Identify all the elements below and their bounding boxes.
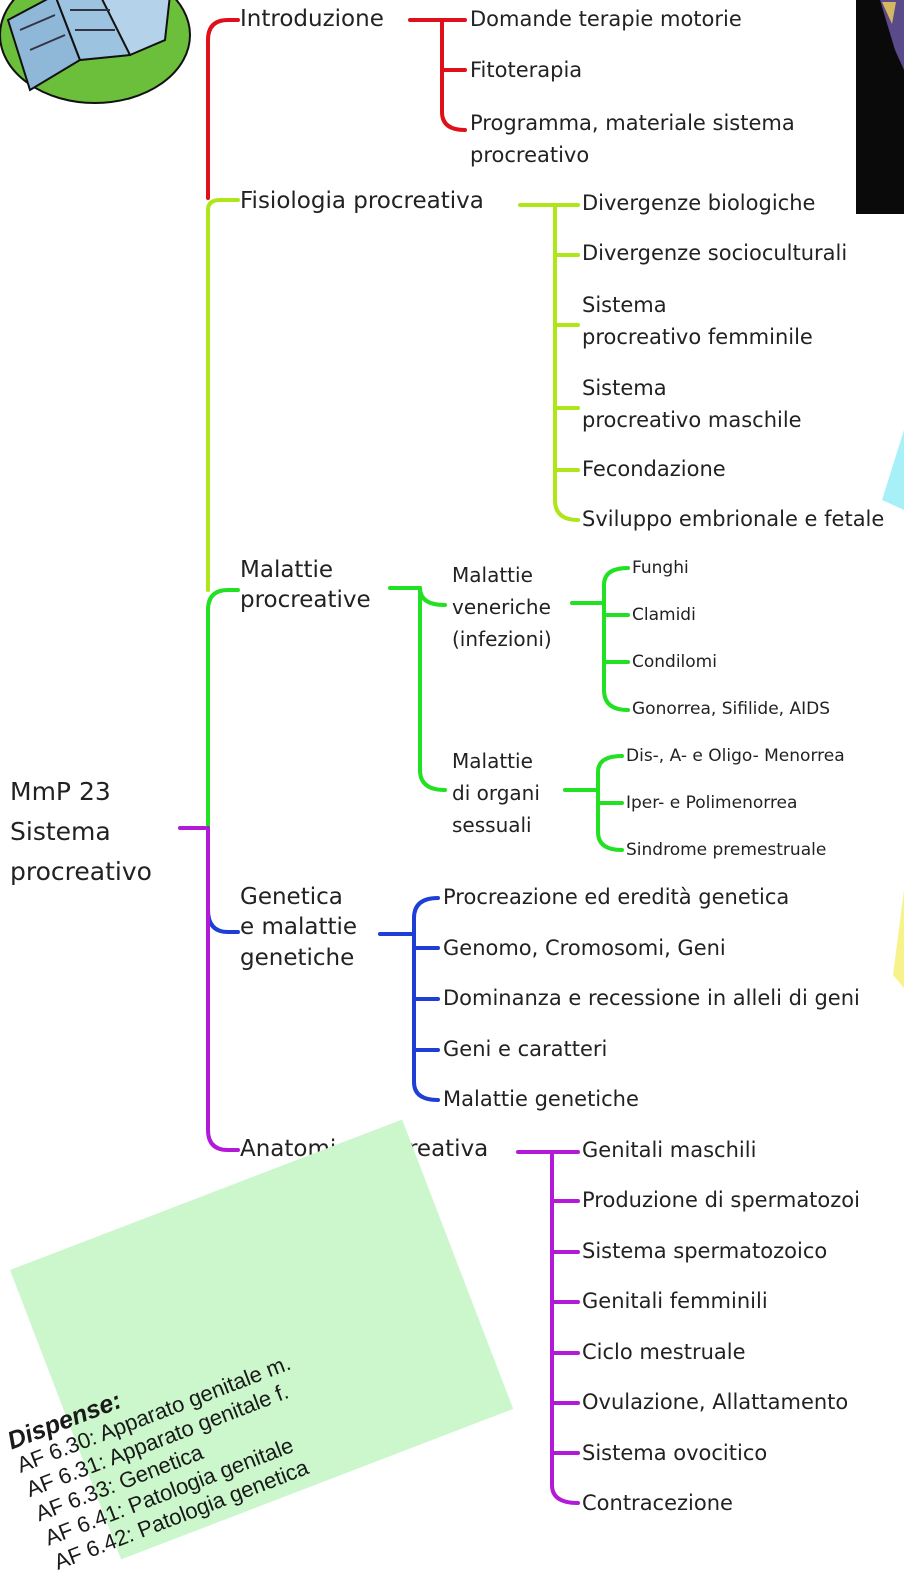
anatomia-item: Genitali maschili: [582, 1138, 757, 1162]
veneriche-item: Funghi: [632, 558, 689, 578]
veneriche-item: Condilomi: [632, 652, 717, 672]
branch-fisiologia: Fisiologia procreativa: [240, 188, 484, 214]
genetica-item: Procreazione ed eredità genetica: [443, 885, 790, 909]
genetica-connector: [378, 896, 440, 1102]
anatomia-item: Ovulazione, Allattamento: [582, 1390, 849, 1414]
malattie-sub-veneriche: Malattie veneriche (infezioni): [452, 563, 552, 651]
anatomia-item: Produzione di spermatozoi: [582, 1188, 860, 1212]
intro-connector: [408, 18, 467, 132]
fisio-item: Divergenze biologiche: [582, 191, 816, 215]
genetica-item: Genomo, Cromosomi, Geni: [443, 936, 726, 960]
genetica-item: Geni e caratteri: [443, 1037, 608, 1061]
intro-item: Programma, materiale sistema procreativo: [470, 111, 795, 167]
intro-item: Domande terapie motorie: [470, 7, 742, 31]
decorative-cyan-shape: [882, 430, 904, 510]
genetica-item: Malattie genetiche: [443, 1087, 639, 1111]
branch-malattie: Malattie procreative: [240, 557, 371, 614]
anatomia-item: Sistema ovocitico: [582, 1441, 768, 1465]
decorative-yellow-shape: [893, 890, 904, 988]
branch-genetica: Genetica e malattie genetiche: [240, 884, 358, 971]
organi-item: Iper- e Polimenorrea: [626, 793, 798, 813]
anatomia-connector: [516, 1150, 580, 1505]
root-connector: [178, 18, 240, 1152]
veneriche-item: Clamidi: [632, 605, 696, 625]
organi-item: Sindrome premestruale: [626, 840, 827, 860]
mind-map-diagram: [0, 0, 904, 1505]
fisio-item: Sistema procreativo maschile: [582, 376, 802, 432]
malattie-sub-organi: Malattie di organi sessuali: [452, 749, 540, 837]
branch-introduzione: Introduzione: [240, 6, 384, 32]
malattie-connector: [388, 566, 630, 852]
fisio-item: Sviluppo embrionale e fetale: [582, 507, 885, 531]
fisio-connector: [518, 203, 580, 522]
anatomia-item: Sistema spermatozoico: [582, 1239, 828, 1263]
genetica-item: Dominanza e recessione in alleli di geni: [443, 986, 860, 1010]
intro-item: Fitoterapia: [470, 58, 583, 82]
organi-item: Dis-, A- e Oligo- Menorrea: [626, 746, 845, 766]
decorative-image-top-right: [856, 0, 904, 214]
anatomia-item: Genitali femminili: [582, 1289, 768, 1313]
fisio-item: Fecondazione: [582, 457, 726, 481]
books-clipart-icon: [0, 0, 191, 104]
fisio-item: Sistema procreativo femminile: [582, 293, 813, 349]
anatomia-item: Ciclo mestruale: [582, 1340, 746, 1364]
anatomia-item: Contracezione: [582, 1491, 733, 1515]
root-label: MmP 23 Sistema procreativo: [10, 777, 152, 886]
fisio-item: Divergenze socioculturali: [582, 241, 848, 265]
veneriche-item: Gonorrea, Sifilide, AIDS: [632, 699, 830, 719]
